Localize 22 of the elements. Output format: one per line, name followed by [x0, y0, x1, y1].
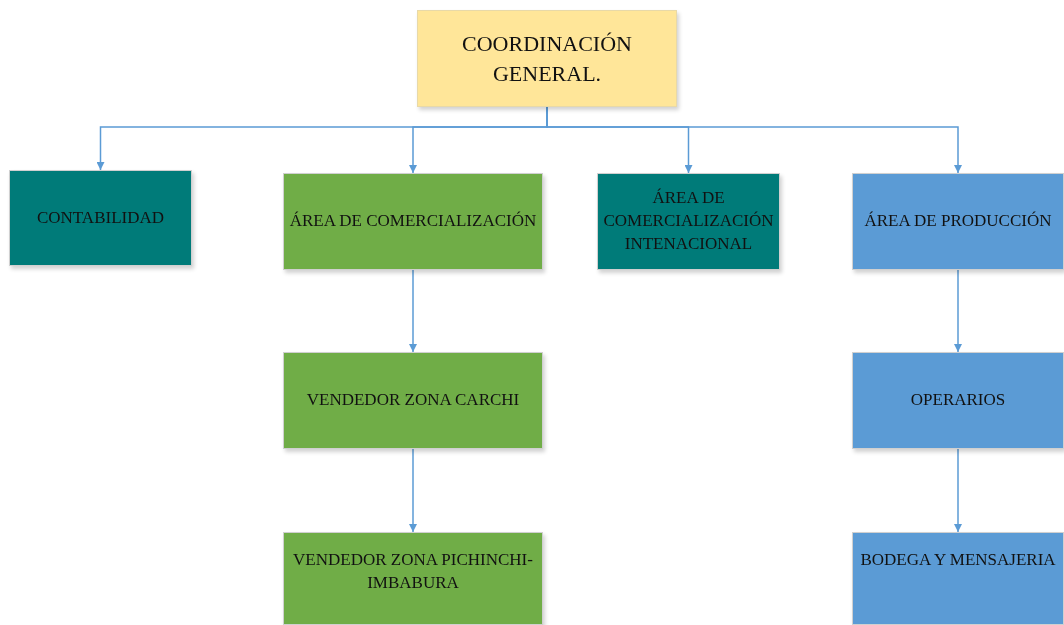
org-box — [852, 352, 1064, 449]
box-label: ÁREA DE COMERCIALIZACIÓN — [289, 210, 537, 233]
org-box — [283, 173, 543, 270]
org-box — [852, 532, 1064, 625]
arrow — [954, 269, 962, 353]
arrow — [409, 448, 417, 533]
org-box — [283, 532, 543, 625]
box-label: COORDINACIÓN GENERAL. — [461, 29, 633, 88]
box-label: ÁREA DE PRODUCCIÓN — [864, 210, 1052, 233]
box-label: BODEGA Y MENSAJERIA — [860, 549, 1056, 571]
box-label: CONTABILIDAD — [36, 206, 165, 229]
org-box — [852, 173, 1064, 270]
box-label: OPERARIOS — [910, 389, 1006, 412]
org-box — [9, 170, 192, 266]
org-box — [417, 10, 677, 107]
arrow — [954, 448, 962, 533]
org-box — [597, 173, 780, 270]
org-box — [283, 352, 543, 449]
box-label: VENDEDOR ZONA PICHINCHI- IMBABURA — [292, 549, 534, 594]
box-label: ÁREA DE COMERCIALIZACIÓN INTENACIONAL — [602, 187, 775, 255]
box-label: VENDEDOR ZONA CARCHI — [306, 389, 520, 412]
arrow — [409, 269, 417, 353]
